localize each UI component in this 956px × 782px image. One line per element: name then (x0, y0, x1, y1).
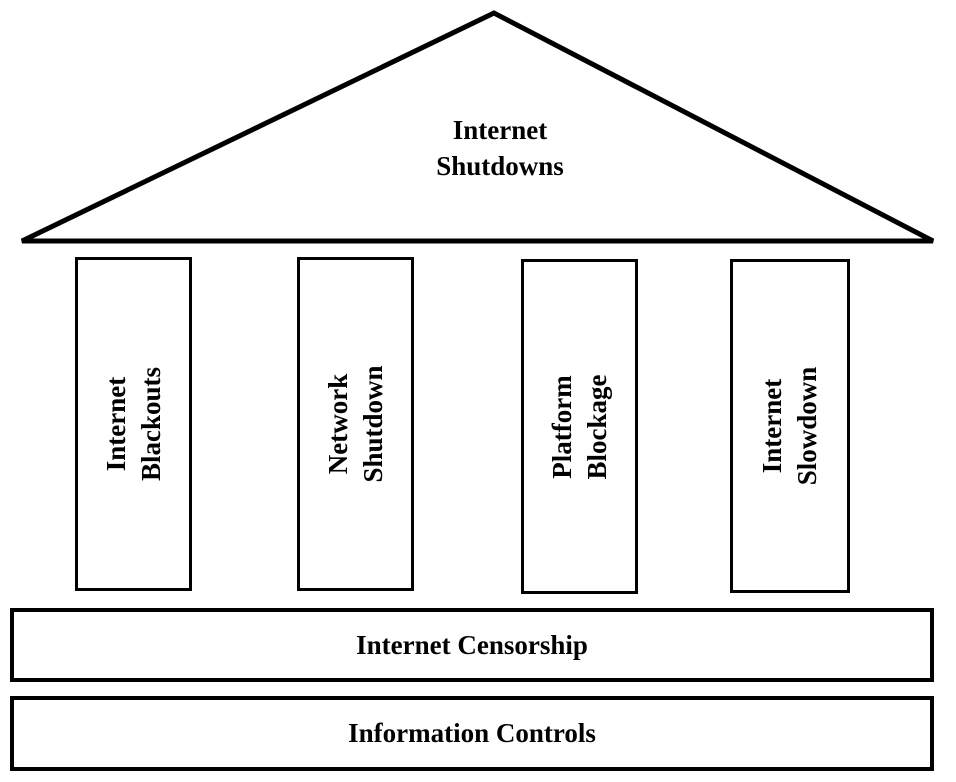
pillar-label-line2: Blockage (581, 374, 612, 479)
base-internet-censorship: Internet Censorship (10, 608, 934, 682)
pillar-label-line1: Internet (757, 378, 787, 474)
base-lower-label: Information Controls (348, 718, 596, 748)
pillar-label-line1: Platform (546, 374, 577, 479)
pillar-label-line1: Internet (100, 376, 131, 472)
pillar-label: Internet Blackouts (99, 274, 169, 574)
pillar-platform-blockage: Platform Blockage (521, 259, 638, 594)
pillar-label-line2: Slowdown (792, 366, 822, 486)
pillar-label: Internet Slowdown (755, 276, 825, 576)
base-upper-label: Internet Censorship (356, 629, 588, 660)
pillar-label: Network Shutdown (321, 274, 391, 574)
base-information-controls: Information Controls (10, 696, 934, 771)
pillar-label-line1: Network (322, 373, 353, 475)
pillar-network-shutdown: Network Shutdown (297, 257, 414, 591)
roof-title: Internet Shutdowns (330, 112, 670, 184)
pillar-label-line2: Shutdown (357, 365, 388, 483)
roof-title-line2: Shutdowns (436, 151, 564, 181)
pillar-label-line2: Blackouts (135, 366, 166, 482)
pillar-internet-slowdown: Internet Slowdown (730, 259, 850, 593)
roof-title-line1: Internet (452, 115, 548, 145)
roof-triangle (20, 10, 935, 244)
pillar-internet-blackouts: Internet Blackouts (75, 257, 192, 591)
pillar-label: Platform Blockage (545, 277, 615, 577)
